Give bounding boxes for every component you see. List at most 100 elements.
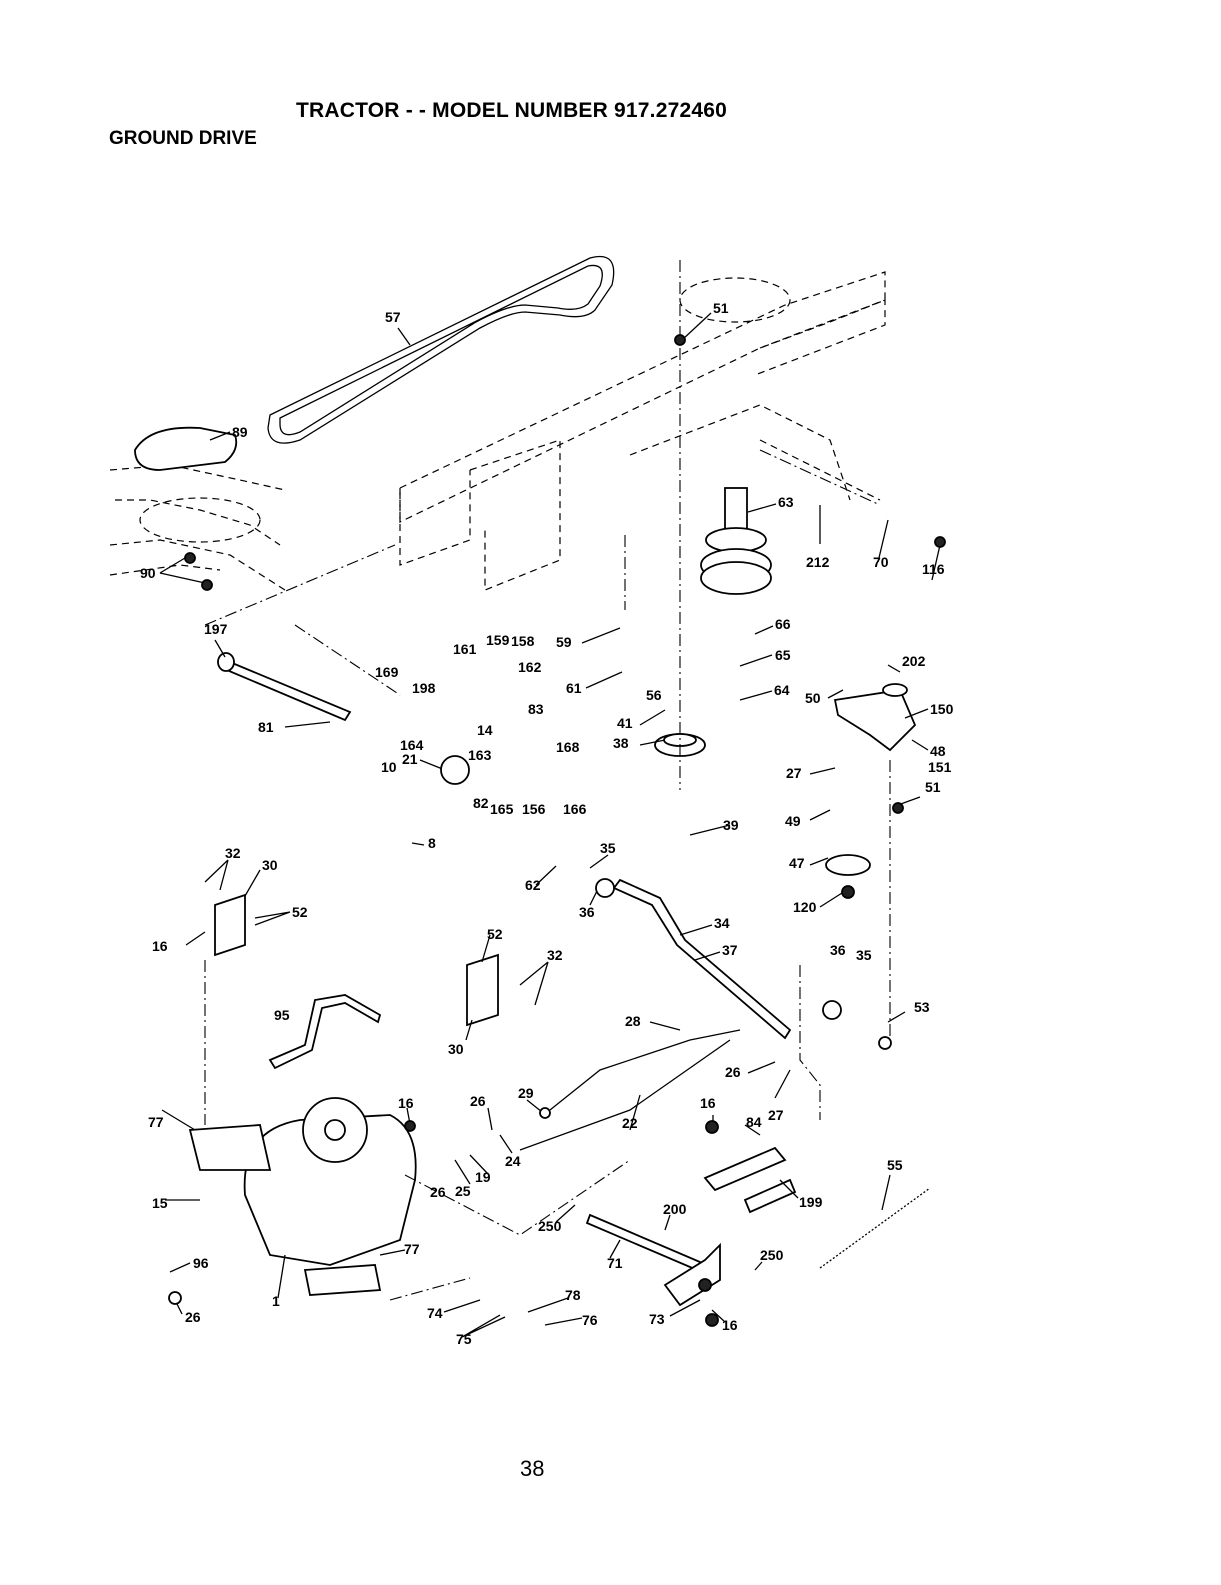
bracket-30a [214,893,246,957]
callout-label-82: 82 [473,795,489,811]
callout-label-51b: 51 [925,779,941,795]
callout-label-48: 48 [930,743,946,759]
callout-label-70: 70 [873,554,889,570]
callout-label-78: 78 [565,1287,581,1303]
callout-label-96: 96 [193,1255,209,1271]
callout-label-200: 200 [663,1201,687,1217]
callout-label-199: 199 [799,1194,823,1210]
drive-belt [267,256,615,444]
callout-label-26a: 26 [725,1064,741,1080]
callout-label-202: 202 [902,653,926,669]
control-rod-28 [549,1029,741,1111]
callout-label-212: 212 [806,554,830,570]
callout-label-16b: 16 [398,1095,414,1111]
callout-label-61: 61 [566,680,582,696]
callout-label-47: 47 [789,855,805,871]
callout-label-21: 21 [402,751,418,767]
callout-label-22: 22 [622,1115,638,1131]
callout-label-59: 59 [556,634,572,650]
callout-label-95: 95 [274,1007,290,1023]
callout-label-39: 39 [723,817,739,833]
callout-label-90: 90 [140,565,156,581]
callout-label-164: 164 [400,737,424,753]
callout-label-84: 84 [746,1114,762,1130]
callout-label-83: 83 [528,701,544,717]
callout-label-41: 41 [617,715,633,731]
callout-label-63: 63 [778,494,794,510]
callout-label-8: 8 [428,835,436,851]
hood-outline [109,464,286,591]
callout-label-65: 65 [775,647,791,663]
callout-label-55: 55 [887,1157,903,1173]
callout-label-27a: 27 [786,765,802,781]
callout-label-150: 150 [930,701,954,717]
callout-label-52a: 52 [292,904,308,920]
axle-shaft [220,658,352,722]
leader-lines [159,312,941,1338]
callout-label-26b: 26 [470,1093,486,1109]
callout-label-250a: 250 [538,1218,562,1234]
callout-label-24: 24 [505,1153,521,1169]
hardware [168,334,946,1327]
control-rod-34 [612,878,792,1040]
construction-lines [204,260,891,1301]
callout-label-10: 10 [381,759,397,775]
callout-label-198: 198 [412,680,436,696]
callout-label-26d: 26 [185,1309,201,1325]
callout-label-35b: 35 [856,947,872,963]
frame-outline [399,271,886,591]
callout-label-162: 162 [518,659,542,675]
callout-label-30a: 30 [262,857,278,873]
callout-label-159: 159 [486,632,510,648]
callout-label-16c: 16 [700,1095,716,1111]
callout-label-25: 25 [455,1183,471,1199]
callout-label-163: 163 [468,747,492,763]
callout-label-62: 62 [525,877,541,893]
callout-label-36a: 36 [579,904,595,920]
section-title: GROUND DRIVE [109,128,257,149]
callout-label-161: 161 [453,641,477,657]
callout-label-26c: 26 [430,1184,446,1200]
callout-label-76: 76 [582,1312,598,1328]
callout-label-197: 197 [204,621,228,637]
callout-label-168: 168 [556,739,580,755]
callout-label-14: 14 [477,722,493,738]
callout-label-52b: 52 [487,926,503,942]
control-rod-22 [519,1039,731,1151]
linkage-71 [585,1213,702,1272]
callout-label-64: 64 [774,682,790,698]
callout-label-32a: 32 [225,845,241,861]
callout-label-151: 151 [928,759,952,775]
callout-label-19: 19 [475,1169,491,1185]
callout-label-29: 29 [518,1085,534,1101]
callout-label-71: 71 [607,1255,623,1271]
callout-label-81: 81 [258,719,274,735]
callout-label-77a: 77 [148,1114,164,1130]
spring-55 [819,1187,931,1269]
callout-label-56: 56 [646,687,662,703]
lever-95 [268,994,382,1070]
callout-label-36b: 36 [830,942,846,958]
callout-label-28: 28 [625,1013,641,1029]
bracket-73 [663,1242,721,1307]
callout-label-57: 57 [385,309,401,325]
pulley-stack [700,487,772,595]
callout-label-250b: 250 [760,1247,784,1263]
callout-label-34: 34 [714,915,730,931]
callout-label-158: 158 [511,633,535,649]
callout-label-15: 15 [152,1195,168,1211]
callout-label-30b: 30 [448,1041,464,1057]
callout-label-27b: 27 [768,1107,784,1123]
shaft-84 [703,1146,787,1192]
callout-label-37: 37 [722,942,738,958]
callout-label-75: 75 [456,1331,472,1347]
page-title: TRACTOR - - MODEL NUMBER 917.272460 [296,99,727,122]
callout-label-32b: 32 [547,947,563,963]
seat-pad [134,426,238,471]
callout-label-49: 49 [785,813,801,829]
callout-label-156: 156 [522,801,546,817]
callout-label-120: 120 [793,899,817,915]
transaxle [188,1097,417,1296]
